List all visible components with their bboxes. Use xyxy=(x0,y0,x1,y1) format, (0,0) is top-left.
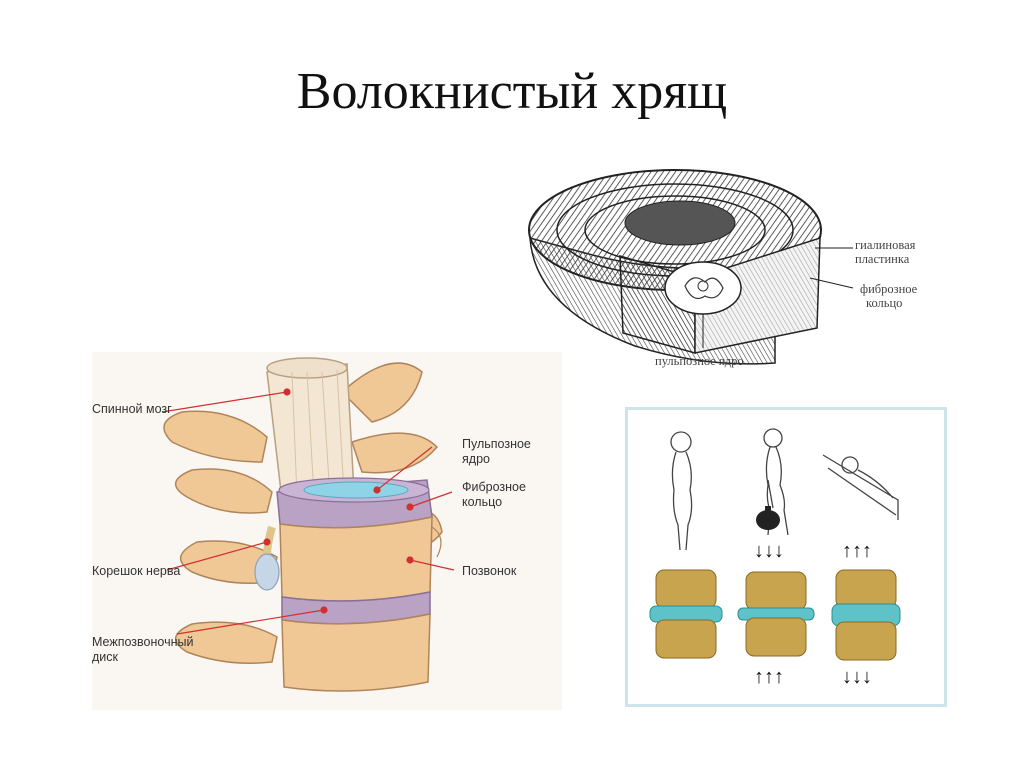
label-spinal-cord: Спинной мозг xyxy=(92,402,172,417)
arrows-bottom-lifting: ↑↑↑ xyxy=(754,666,784,689)
posture-drawing xyxy=(628,410,944,704)
label-vertebra: Позвонок xyxy=(462,564,516,579)
disc-drawing xyxy=(525,168,945,383)
label-fibrous-line1: фиброзное xyxy=(860,282,917,296)
arrows-top-lifting: ↓↓↓ xyxy=(754,540,784,563)
label-spine-fibrous-line1: Фиброзное xyxy=(462,480,526,495)
disc-cross-section-figure: гиалиновая пластинка фиброзное кольцо пу… xyxy=(525,168,945,383)
label-nucleus-pulposus: пульпозное ядро xyxy=(655,354,744,368)
slide-title: Волокнистый хрящ xyxy=(0,62,1024,121)
label-spine-nucleus-line2: ядро xyxy=(462,452,531,467)
label-fibrous-ring: фиброзное кольцо xyxy=(860,282,917,310)
label-hyaline-line1: гиалиновая xyxy=(855,238,915,252)
label-hyaline-plate: гиалиновая пластинка xyxy=(855,238,915,266)
label-spine-nucleus-line1: Пульпозное xyxy=(462,437,531,452)
label-intervertebral-disc: Межпозвоночный диск xyxy=(92,635,193,665)
label-spine-fibrous: Фиброзное кольцо xyxy=(462,480,526,510)
label-disc-line2: диск xyxy=(92,650,193,665)
label-nerve-root: Корешок нерва xyxy=(92,564,180,579)
label-fibrous-line2: кольцо xyxy=(860,296,917,310)
label-hyaline-line2: пластинка xyxy=(855,252,915,266)
arrows-bottom-lying: ↓↓↓ xyxy=(842,666,872,689)
disc-columns xyxy=(650,570,900,660)
spine-anatomy-figure: Спинной мозг Пульпозное ядро Фиброзное к… xyxy=(92,352,562,710)
label-spine-nucleus: Пульпозное ядро xyxy=(462,437,531,467)
arrows-top-lying: ↑↑↑ xyxy=(842,540,872,563)
label-spine-fibrous-line2: кольцо xyxy=(462,495,526,510)
label-disc-line1: Межпозвоночный xyxy=(92,635,193,650)
posture-load-figure: ↓↓↓ ↑↑↑ ↑↑↑ ↓↓↓ xyxy=(625,407,947,707)
